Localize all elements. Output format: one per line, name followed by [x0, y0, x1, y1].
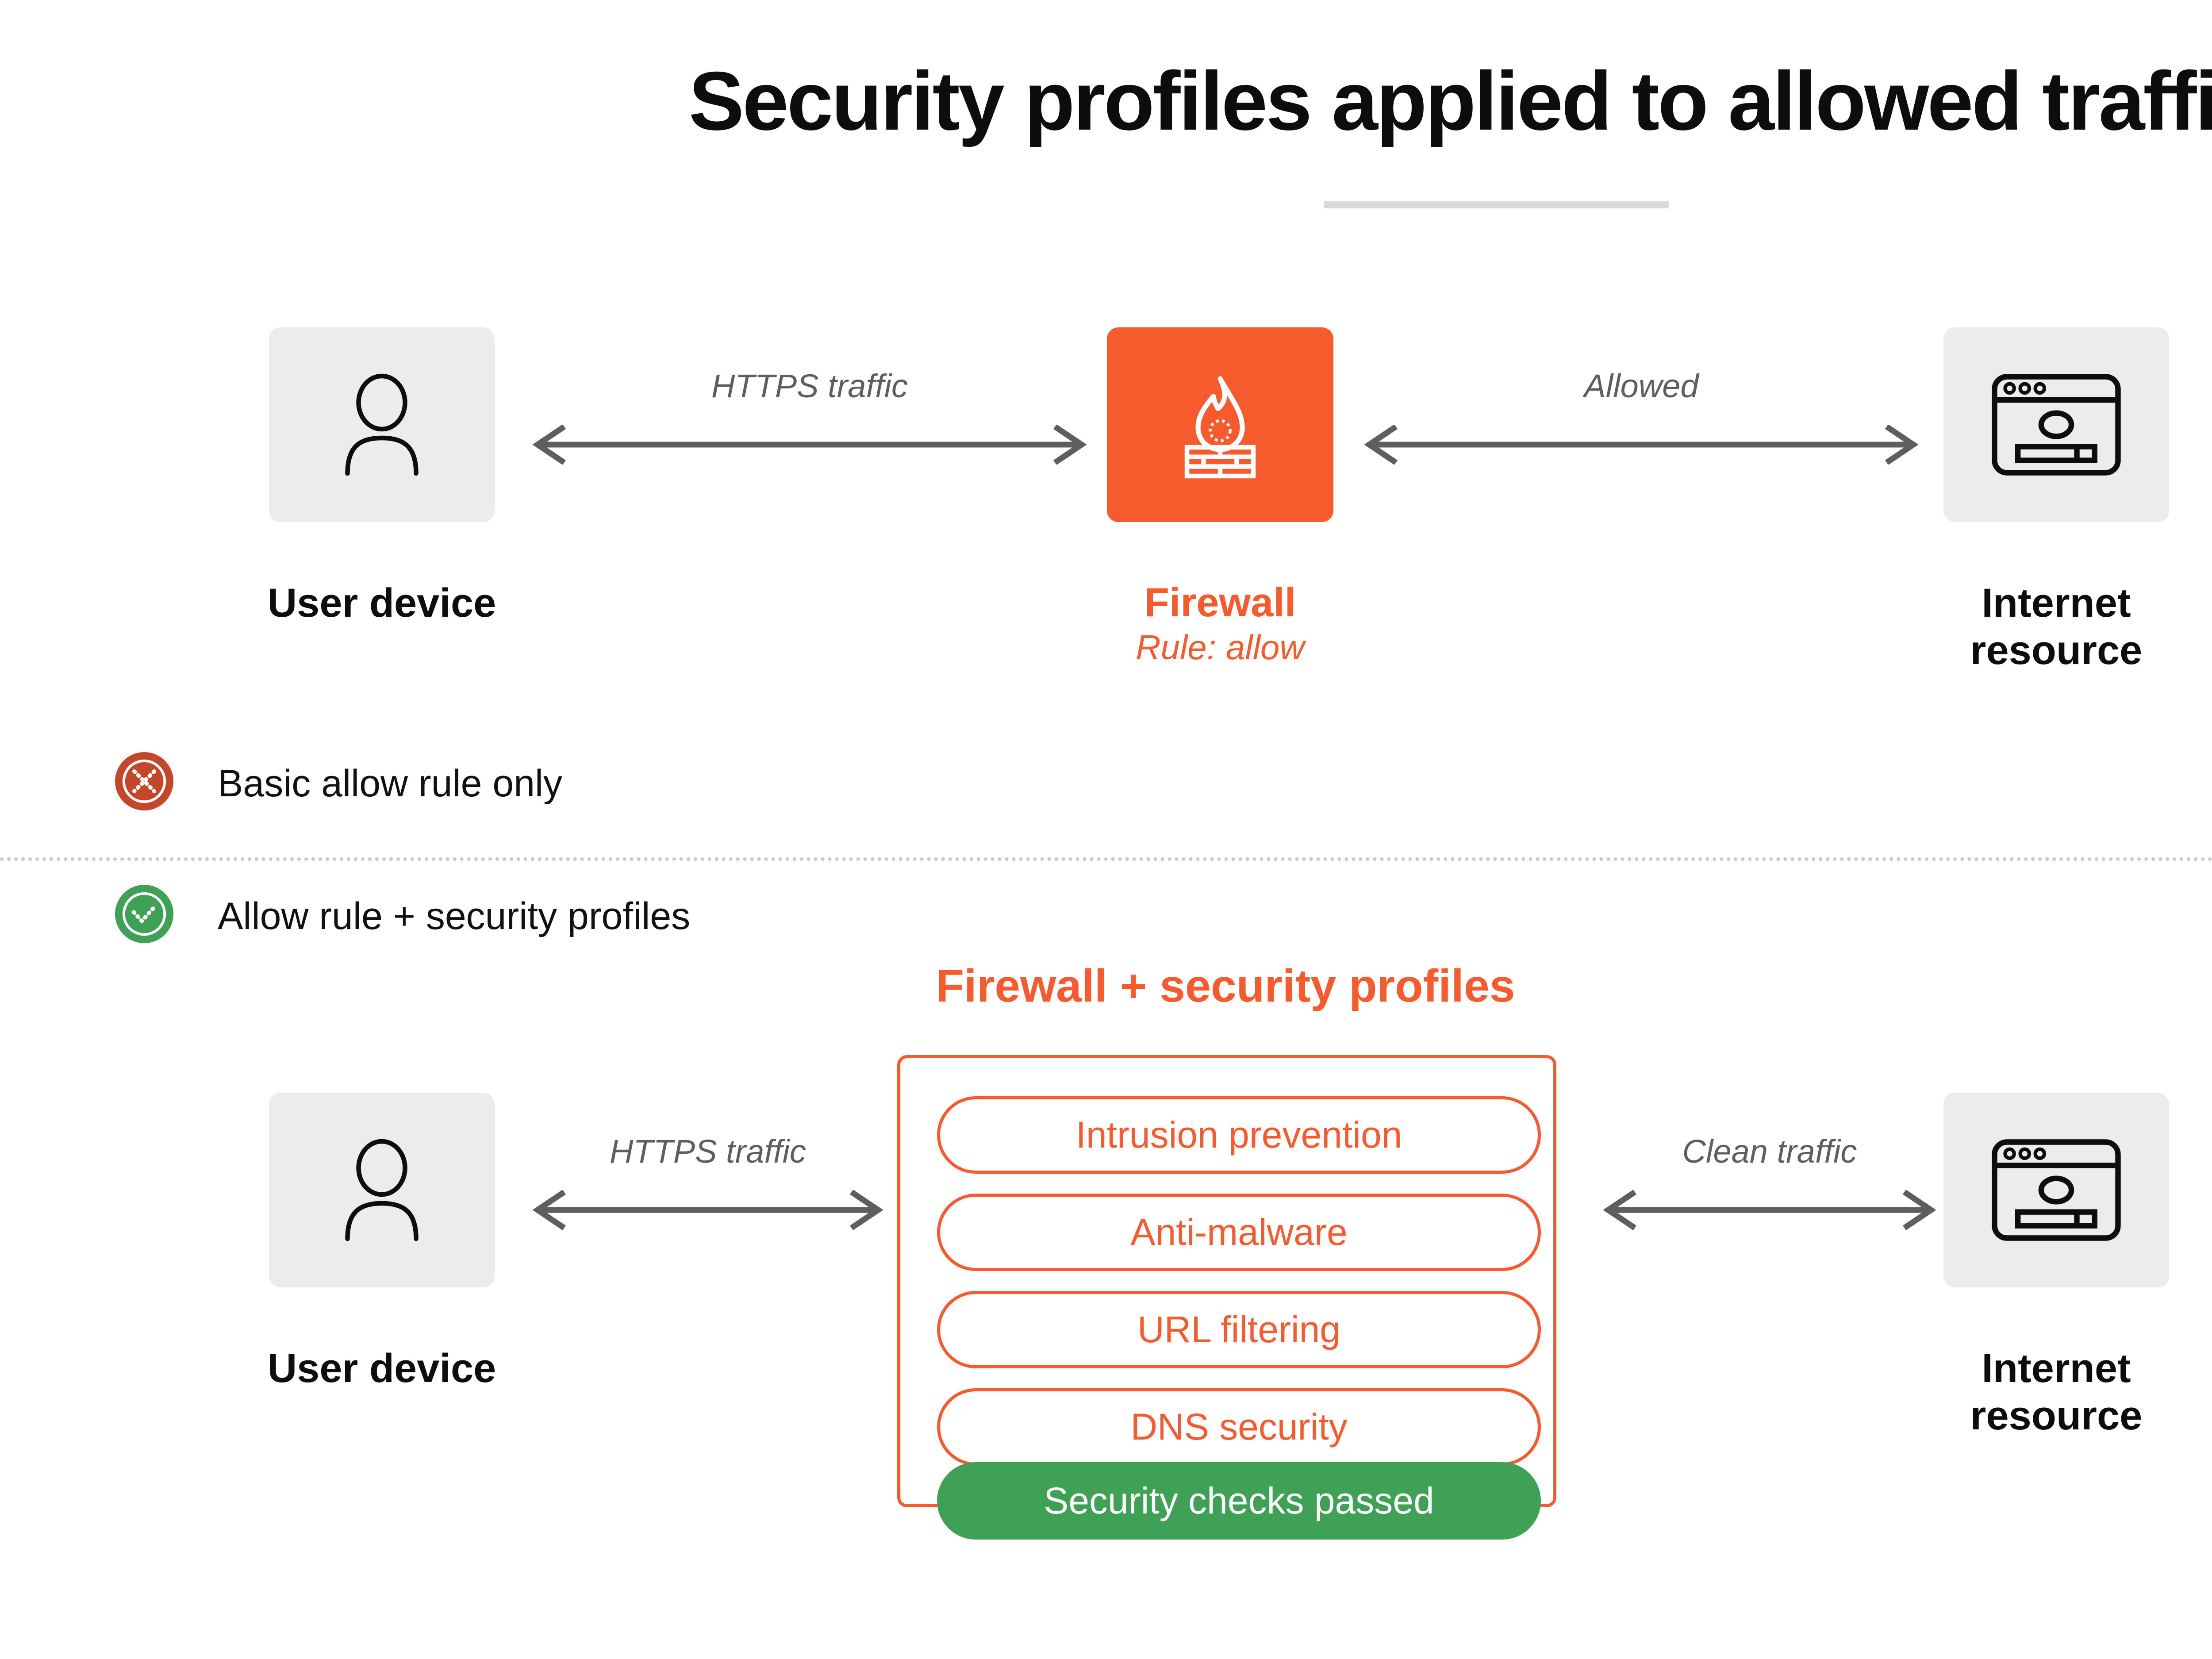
- person-icon: [345, 373, 419, 476]
- top-allowed-arrow-label: Allowed: [1584, 368, 1699, 404]
- top-https-arrow-label: HTTPS traffic: [711, 368, 908, 404]
- page-title: Security profiles applied to allowed tra…: [688, 54, 2212, 147]
- browser-window-icon: [1992, 374, 2121, 476]
- profile-pill-dns-security[interactable]: DNS security: [937, 1388, 1541, 1466]
- legend-x-circle-icon: [115, 752, 173, 810]
- legend-label-basic-allow: Basic allow rule only: [218, 762, 563, 805]
- bottom-internet-resource-tile: [1943, 1093, 2169, 1287]
- bottom-user-device-label: User device: [267, 1346, 496, 1391]
- top-user-device-label: User device: [267, 580, 496, 626]
- legend-check-circle-icon: [115, 885, 173, 943]
- top-https-arrow: [522, 424, 1097, 465]
- person-icon: [345, 1139, 419, 1241]
- firewall-rule-label: Rule: allow: [1136, 628, 1305, 667]
- profile-pill-intrusion-prevention[interactable]: Intrusion prevention: [937, 1096, 1541, 1174]
- security-checks-passed-pill: Security checks passed: [937, 1462, 1541, 1540]
- profile-pill-anti-malware[interactable]: Anti-malware: [937, 1194, 1541, 1271]
- bottom-user-device-tile: [269, 1093, 495, 1287]
- top-allowed-arrow: [1354, 424, 1929, 465]
- legend-label-security-profiles: Allow rule + security profiles: [218, 895, 691, 937]
- bottom-https-arrow: [522, 1189, 894, 1231]
- firewall-name-label: Firewall: [1144, 580, 1296, 625]
- bottom-clean-traffic-arrow: [1593, 1189, 1947, 1231]
- bottom-https-arrow-label: HTTPS traffic: [609, 1133, 806, 1170]
- profiles-panel-heading: Firewall + security profiles: [936, 960, 1515, 1012]
- browser-window-icon: [1992, 1139, 2121, 1241]
- top-internet-resource-label: Internet resource: [1970, 580, 2143, 673]
- title-divider-rule: [1324, 201, 1669, 208]
- firewall-flame-icon: [1184, 376, 1256, 479]
- profile-pill-url-filtering[interactable]: URL filtering: [937, 1291, 1541, 1368]
- top-user-device-tile: [269, 327, 495, 522]
- bottom-internet-resource-label: Internet resource: [1970, 1346, 2143, 1438]
- firewall-tile: [1107, 327, 1333, 522]
- legend-divider: [0, 857, 2212, 861]
- bottom-clean-traffic-arrow-label: Clean traffic: [1682, 1133, 1857, 1170]
- top-internet-resource-tile: [1943, 327, 2169, 522]
